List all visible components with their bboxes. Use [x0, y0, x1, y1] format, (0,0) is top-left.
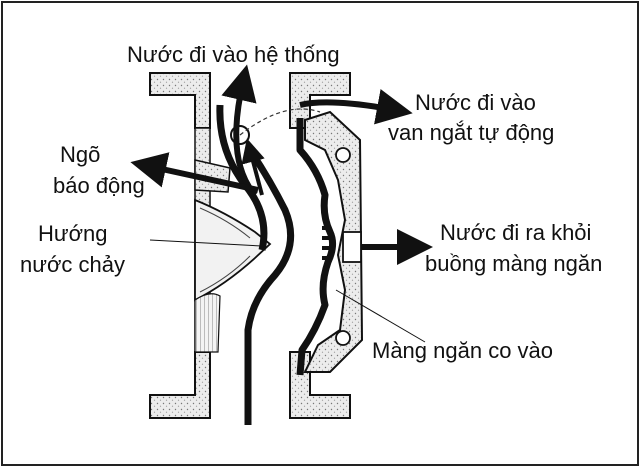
clapper-swing-arc: [239, 108, 321, 136]
bolt-bottom: [335, 330, 351, 346]
label-flow-direction-line1: Hướng: [38, 221, 108, 246]
leader-diaphragm: [335, 289, 426, 343]
left-lower-hatch: [194, 293, 221, 353]
arrow-to-alarm: [130, 152, 259, 193]
label-diaphragm-retracts: Màng ngăn co vào: [372, 338, 553, 363]
left-seat-block: [194, 198, 272, 302]
label-water-out-line1: Nước đi ra khỏi: [440, 220, 591, 245]
label-flow-direction-line2: nước chảy: [20, 252, 125, 277]
outlet-nozzle: [342, 231, 362, 263]
arrow-to-valve: [299, 89, 413, 125]
label-water-to-system: Nước đi vào hệ thống: [127, 42, 340, 67]
arrow-flow-direction: [241, 138, 265, 196]
diaphragm: [296, 118, 337, 376]
right-bottom-flange: [289, 351, 351, 419]
seat-detail-lines: [199, 207, 251, 293]
label-alarm-port-line1: Ngõ: [60, 142, 100, 167]
clapper-path: [244, 148, 295, 425]
right-top-flange: [289, 72, 351, 129]
bolt-top: [335, 147, 351, 163]
diaphragm-teeth: [322, 226, 330, 260]
label-alarm-port-line2: báo động: [53, 173, 145, 198]
label-water-to-valve-line2: van ngắt tự động: [388, 120, 554, 145]
label-water-to-valve-line1: Nước đi vào: [415, 90, 536, 115]
label-water-out-line2: buồng màng ngăn: [425, 251, 602, 276]
diaphragm-chamber-housing: [303, 110, 364, 373]
leader-flow-direction: [149, 239, 263, 247]
